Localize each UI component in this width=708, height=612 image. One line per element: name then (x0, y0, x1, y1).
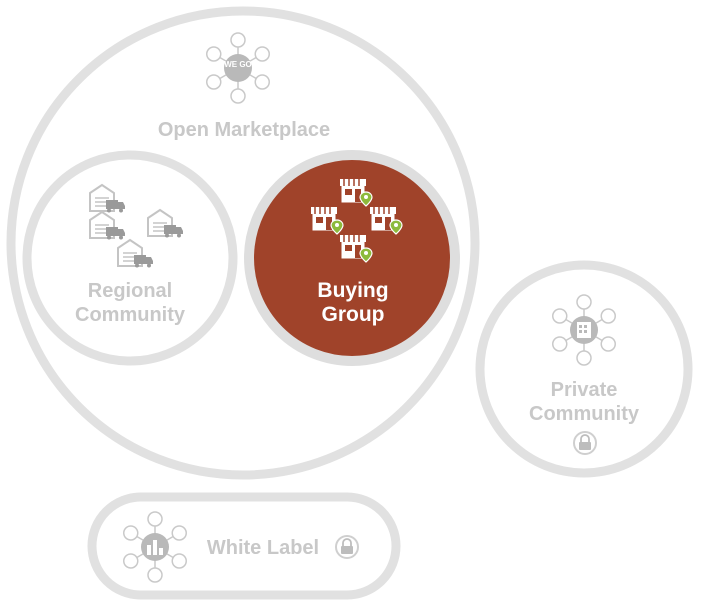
private-community-label: Private Community (514, 378, 654, 426)
hub-text: WE GO (224, 60, 252, 69)
network-node (576, 350, 592, 366)
private-lock-icon (573, 431, 597, 455)
network-hub-icon: WE GO (206, 32, 270, 104)
open-marketplace-ring (6, 6, 480, 480)
network-node (171, 553, 187, 569)
building-window (584, 325, 587, 328)
open-marketplace-label: Open Marketplace (157, 119, 331, 141)
buying-group-line1: Buying (317, 279, 389, 302)
building-window (579, 325, 582, 328)
network-node (206, 74, 222, 90)
warehouse-truck-icon (89, 211, 126, 241)
regional-community-ring (22, 150, 238, 366)
network-node (230, 88, 246, 104)
network-node (206, 46, 222, 62)
building-window (584, 330, 587, 333)
chart-glyph (147, 540, 163, 555)
network-node (123, 525, 139, 541)
network-node (171, 525, 187, 541)
network-node (230, 32, 246, 48)
network-node (254, 74, 270, 90)
warehouse-truck-icon (147, 209, 184, 239)
white-label-lock-icon (335, 535, 359, 559)
network-node (600, 336, 616, 352)
warehouse-truck-icon (117, 239, 154, 269)
network-node (552, 308, 568, 324)
regional-community-line1: Regional (87, 280, 173, 302)
building-network-icon (552, 294, 616, 366)
network-node (600, 308, 616, 324)
private-community-line2: Community (529, 403, 639, 425)
network-node (147, 567, 163, 583)
network-hub-center (224, 54, 252, 82)
network-node (254, 46, 270, 62)
network-node (576, 294, 592, 310)
chart-network-icon (123, 511, 187, 583)
warehouse-truck-icon (89, 184, 126, 214)
network-node (552, 336, 568, 352)
network-node (123, 553, 139, 569)
private-community-ring (475, 260, 693, 478)
private-community-line1: Private (550, 379, 618, 401)
regional-community-line2: Community (75, 304, 185, 326)
white-label-pill (87, 492, 401, 600)
building-window (579, 330, 582, 333)
network-node (147, 511, 163, 527)
white-label-label: White Label (206, 537, 320, 559)
buying-group-line2: Group (321, 303, 385, 326)
buying-group-label: Buying Group (283, 279, 423, 327)
regional-community-label: Regional Community (60, 279, 200, 327)
